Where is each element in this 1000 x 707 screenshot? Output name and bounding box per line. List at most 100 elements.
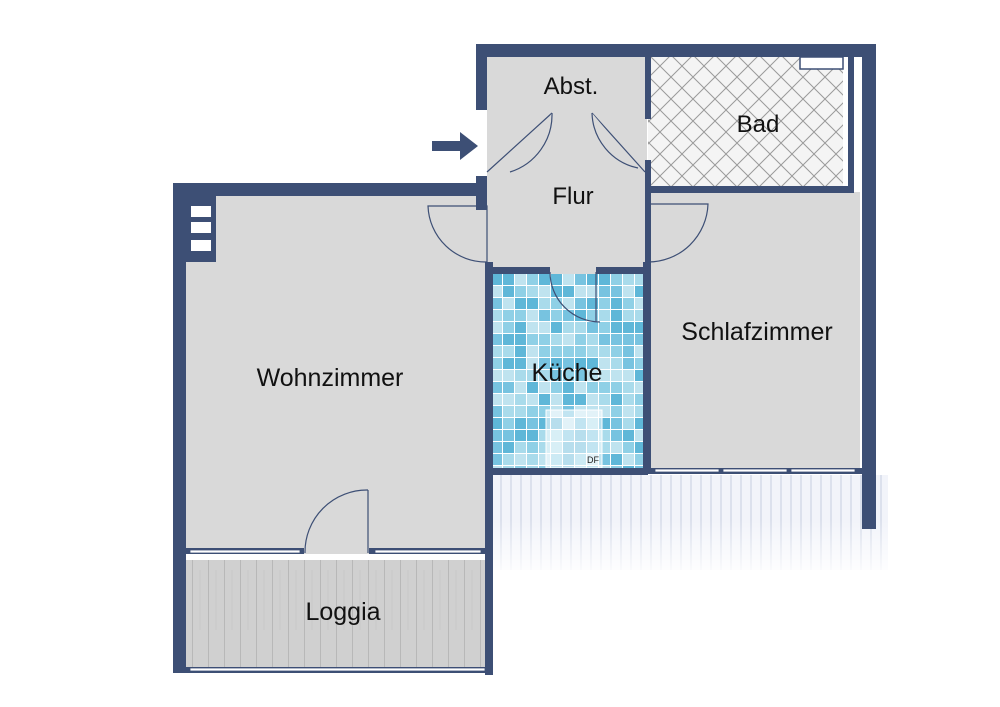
kuche-tile bbox=[491, 418, 502, 429]
kuche-tile bbox=[503, 286, 514, 297]
kuche-tile bbox=[611, 382, 622, 393]
abstellraum-floor bbox=[487, 57, 645, 113]
kuche-tile bbox=[551, 358, 562, 369]
kuche-tile bbox=[575, 286, 586, 297]
door-swings bbox=[304, 112, 709, 554]
kuche-tile bbox=[527, 334, 538, 345]
kuche-tile bbox=[527, 454, 538, 465]
kuche-tile bbox=[539, 286, 550, 297]
kuche-tile bbox=[623, 418, 634, 429]
kuche-tile bbox=[563, 358, 574, 369]
kuche-tile bbox=[539, 466, 550, 468]
kuche-tile bbox=[515, 430, 526, 441]
kuche-tile bbox=[551, 274, 562, 285]
kuche-tile bbox=[635, 418, 644, 429]
label-schlafzimmer: Schlafzimmer bbox=[681, 318, 832, 346]
kuche-tile bbox=[623, 346, 634, 357]
kuche-tile bbox=[515, 394, 526, 405]
kuche-tile bbox=[635, 286, 644, 297]
kuche-tile bbox=[563, 322, 574, 333]
kuche-tile bbox=[527, 418, 538, 429]
kuche-tile bbox=[491, 430, 502, 441]
kuche-tile bbox=[635, 382, 644, 393]
kuche-tile bbox=[611, 310, 622, 321]
kuche-tile bbox=[587, 334, 598, 345]
kuche-tile bbox=[515, 442, 526, 453]
loggia-floor bbox=[186, 560, 486, 670]
kuche-tile bbox=[515, 334, 526, 345]
kuche-tile bbox=[527, 298, 538, 309]
kuche-tile bbox=[527, 358, 538, 369]
kuche-tile bbox=[515, 346, 526, 357]
kuche-tile bbox=[539, 454, 550, 465]
bad-floor bbox=[648, 57, 848, 187]
kuche-tile bbox=[551, 286, 562, 297]
kuche-tile bbox=[599, 394, 610, 405]
label-bad: Bad bbox=[737, 111, 780, 138]
label-wohnzimmer: Wohnzimmer bbox=[257, 364, 404, 392]
kuche-tile bbox=[563, 334, 574, 345]
kuche-tile bbox=[611, 394, 622, 405]
kuche-tile bbox=[635, 358, 644, 369]
kuche-tile bbox=[515, 286, 526, 297]
kuche-tile bbox=[551, 394, 562, 405]
kuche-tile bbox=[491, 322, 502, 333]
kuche-tile bbox=[539, 406, 550, 417]
kuche-tile bbox=[575, 346, 586, 357]
kuche-tile bbox=[635, 298, 644, 309]
kuche-tile bbox=[527, 394, 538, 405]
kuche-tile bbox=[599, 382, 610, 393]
kuche-tile bbox=[587, 346, 598, 357]
kuche-tile bbox=[503, 358, 514, 369]
kuche-tile bbox=[503, 370, 514, 381]
kuche-tile bbox=[515, 322, 526, 333]
kuche-tile bbox=[587, 370, 598, 381]
kuche-tile bbox=[491, 358, 502, 369]
kuche-tile bbox=[611, 274, 622, 285]
kuche-tile bbox=[599, 298, 610, 309]
vent-shaft-icon bbox=[191, 206, 211, 251]
kuche-tile bbox=[623, 454, 634, 465]
kuche-tile bbox=[527, 466, 538, 468]
kuche-tile bbox=[575, 334, 586, 345]
kuche-tile bbox=[515, 454, 526, 465]
kuche-tile bbox=[563, 274, 574, 285]
kuche-tile bbox=[587, 286, 598, 297]
kuche-tile bbox=[503, 394, 514, 405]
windows bbox=[189, 468, 856, 672]
label-abstellraum: Abst. bbox=[544, 73, 599, 100]
kuche-tile bbox=[515, 274, 526, 285]
kuche-tile bbox=[587, 298, 598, 309]
kuche-tile bbox=[623, 430, 634, 441]
kuche-tile bbox=[575, 394, 586, 405]
kuche-tile bbox=[635, 454, 644, 465]
kuche-tile bbox=[563, 310, 574, 321]
kuche-tile bbox=[515, 370, 526, 381]
kuche-tile bbox=[503, 454, 514, 465]
kuche-tile bbox=[587, 394, 598, 405]
kuche-tile bbox=[611, 406, 622, 417]
kuche-tile bbox=[563, 286, 574, 297]
kuche-tile bbox=[551, 382, 562, 393]
kuche-tile bbox=[635, 274, 644, 285]
kuche-tile bbox=[539, 418, 550, 429]
kuche-tile bbox=[491, 394, 502, 405]
kuche-tile bbox=[491, 286, 502, 297]
kuche-tile bbox=[503, 418, 514, 429]
arrow-right-icon bbox=[432, 132, 478, 160]
kuche-tile bbox=[551, 334, 562, 345]
kuche-tile bbox=[575, 322, 586, 333]
kuche-tile bbox=[491, 370, 502, 381]
kuche-tile bbox=[611, 322, 622, 333]
kuche-tile bbox=[527, 430, 538, 441]
kuche-tile bbox=[599, 346, 610, 357]
kuche-tile bbox=[599, 334, 610, 345]
kuche-tile bbox=[623, 298, 634, 309]
kuche-tile bbox=[491, 310, 502, 321]
kuche-tile bbox=[635, 322, 644, 333]
kuche-tile bbox=[539, 334, 550, 345]
kuche-tile bbox=[491, 466, 502, 468]
kuche-tile bbox=[599, 322, 610, 333]
kuche-tile bbox=[635, 346, 644, 357]
kuche-tile bbox=[515, 310, 526, 321]
